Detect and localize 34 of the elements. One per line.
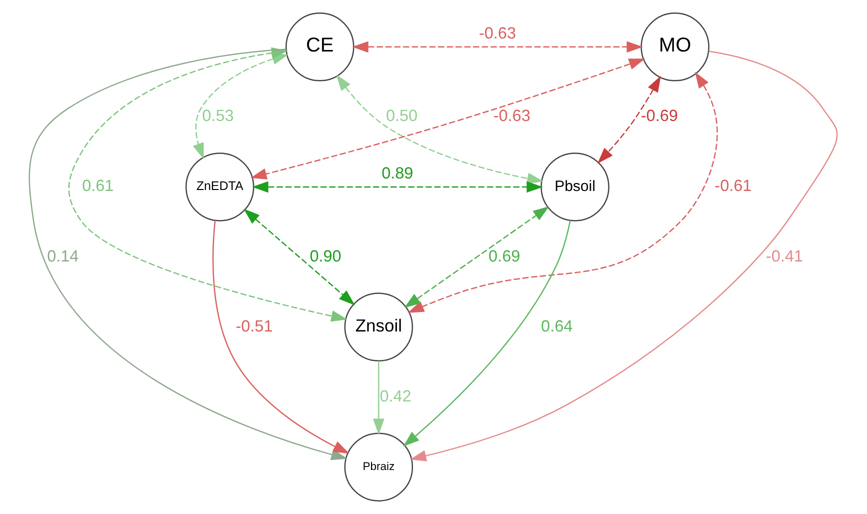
edge-label: 0.14	[47, 247, 79, 266]
arrow	[404, 206, 550, 308]
arrow	[252, 181, 543, 193]
arrow	[244, 208, 356, 306]
node-circle: Pbraiz	[344, 432, 414, 502]
arrow	[403, 220, 571, 447]
edge-label: -0.63	[478, 24, 516, 43]
node-circle: Pbsoil	[540, 152, 610, 222]
arrow	[352, 41, 643, 53]
edge-label: 0.50	[386, 107, 418, 126]
arrow	[28, 48, 348, 460]
edge-label: 0.89	[382, 164, 414, 183]
edge-label: 0.42	[380, 387, 412, 406]
arrow	[250, 58, 646, 180]
arrow	[372, 360, 384, 435]
edge-label: -0.51	[236, 317, 273, 336]
edge-label: -0.69	[640, 107, 678, 126]
arrow	[408, 72, 718, 313]
node-circle: Znsoil	[344, 292, 414, 362]
edge-label: -0.41	[766, 247, 803, 266]
node-circle: CE	[286, 12, 354, 82]
edge-label: 0.90	[310, 247, 342, 266]
edge-label: 0.61	[82, 177, 114, 196]
arrow	[410, 50, 838, 462]
edge-label: 0.64	[541, 317, 573, 336]
edge-label: 0.53	[202, 107, 234, 126]
node-circle: ZnEDTA	[185, 152, 254, 222]
arrow	[336, 74, 544, 184]
edge-label: 0.69	[488, 247, 520, 266]
node-circle: MO	[640, 12, 710, 82]
arrow	[212, 220, 350, 454]
edge-label: -0.63	[493, 107, 530, 126]
arrow	[597, 76, 661, 164]
edge-label: -0.61	[714, 177, 752, 196]
